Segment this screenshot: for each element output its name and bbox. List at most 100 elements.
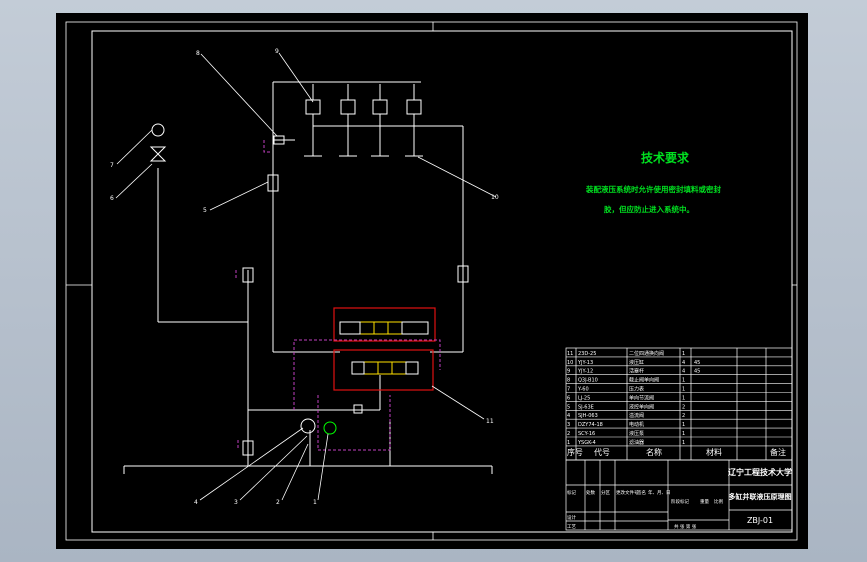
table-cell-name: 二位四通换向阀 (629, 350, 664, 357)
label-signature: 签名 (637, 489, 646, 496)
table-cell-qty: 1 (682, 440, 685, 446)
label-design: 设计 (567, 514, 576, 521)
hydraulic-schematic: 9 8 7 6 5 10 4 3 2 1 11 技术要求 装配液压系统时允许使用… (65, 21, 798, 541)
drawing-number: ZBJ-01 (747, 516, 773, 525)
label-sheets: 共 张 第 张 (674, 523, 697, 530)
table-cell-code: DZY74-18 (578, 422, 603, 428)
balloon-9: 9 (275, 48, 279, 55)
title-block-grid (565, 459, 793, 531)
balloon-labels: 9 8 7 6 5 10 4 3 2 1 11 (110, 48, 499, 506)
table-cell-no: 4 (567, 413, 570, 419)
header-material: 材料 (706, 447, 722, 457)
table-cell-no: 3 (567, 422, 570, 428)
label-zone: 分区 (601, 489, 610, 496)
technical-requirements-title: 技术要求 (641, 150, 690, 165)
balloon-5: 5 (203, 207, 207, 214)
header-remarks: 备注 (770, 447, 786, 457)
table-cell-no: 11 (567, 351, 573, 357)
directional-valves (359, 321, 407, 375)
balloon-2: 2 (276, 499, 280, 506)
label-weight: 重量 (700, 498, 709, 505)
outer-border (65, 21, 798, 541)
table-cell-qty: 1 (682, 431, 685, 437)
pilot-lines (235, 140, 441, 451)
table-cell-no: 2 (567, 431, 570, 437)
header-code: 代号 (594, 447, 610, 457)
table-cell-qty: 1 (682, 422, 685, 428)
table-cell-code: LJ-25 (578, 395, 590, 401)
drawing-canvas[interactable]: 9 8 7 6 5 10 4 3 2 1 11 技术要求 装配液压系统时允许使用… (56, 13, 808, 549)
label-stage: 阶段标记 (671, 498, 689, 505)
balloon-1: 1 (313, 499, 317, 506)
balloon-7: 7 (110, 162, 114, 169)
technical-requirements-line2: 胶，但应防止进入系统中。 (604, 204, 694, 214)
label-count: 处数 (586, 489, 595, 496)
table-cell-name: 电动机 (629, 421, 644, 428)
valve-group-upper (333, 307, 436, 342)
technical-requirements-line1: 装配液压系统时允许使用密封填料或密封 (585, 184, 721, 194)
table-cell-code: SCY-16 (578, 431, 595, 437)
table-cell-qty: 1 (682, 378, 685, 384)
table-cell-name: 液控单向阀 (629, 403, 654, 410)
table-cell-material: 45 (694, 369, 700, 375)
table-cell-qty: 4 (682, 360, 685, 366)
table-cell-name: 单向节流阀 (629, 394, 654, 401)
table-cell-code: SJH-063 (578, 413, 598, 419)
valve-solenoids (339, 321, 429, 375)
table-cell-qty: 4 (682, 369, 685, 375)
table-cell-name: 活塞杆 (629, 368, 644, 375)
table-cell-code: YJY-12 (577, 369, 593, 375)
inner-border (91, 30, 793, 533)
table-cell-no: 1 (567, 440, 570, 446)
title-block-row-labels: 标记 处数 分区 更改文件号 签名 年、月、日 设计 工艺 阶段标记 重量 比例… (567, 489, 723, 530)
zone-ticks (66, 22, 797, 540)
table-cell-code: Y-60 (577, 387, 589, 393)
parts-list-header: 序号 代号 名称 材料 备注 (567, 447, 786, 457)
table-cell-no: 9 (567, 369, 570, 375)
table-cell-material: 45 (694, 360, 700, 366)
label-process: 工艺 (567, 524, 576, 530)
table-cell-code: YJY-13 (577, 360, 593, 366)
table-cell-name: 液压泵 (629, 430, 644, 437)
table-cell-qty: 1 (682, 395, 685, 401)
header-name: 名称 (646, 447, 662, 457)
label-date: 年、月、日 (648, 489, 671, 496)
parts-list-grid (565, 347, 793, 461)
table-cell-no: 7 (567, 387, 570, 393)
table-cell-name: 截止阀单向阀 (629, 377, 659, 384)
balloon-11: 11 (486, 418, 494, 425)
drawing-title: 多缸并联液压原理图 (729, 492, 792, 501)
table-cell-name: 溢流阀 (629, 412, 644, 419)
balloon-3: 3 (234, 499, 238, 506)
balloon-8: 8 (196, 50, 200, 57)
table-cell-code: Q3J-B10 (578, 378, 598, 384)
table-cell-code: 23D-25 (578, 351, 596, 357)
table-cell-no: 6 (567, 395, 570, 401)
valve-symbols (149, 123, 469, 456)
balloon-4: 4 (194, 499, 198, 506)
table-cell-no: 5 (567, 404, 570, 410)
leader-lines (115, 52, 497, 501)
label-change-doc: 更改文件号 (616, 489, 639, 496)
university-name: 辽宁工程技术大学 (728, 467, 792, 477)
header-seq: 序号 (567, 447, 583, 457)
table-cell-qty: 2 (682, 413, 685, 419)
label-scale: 比例 (714, 498, 723, 505)
table-cell-no: 8 (567, 378, 570, 384)
table-cell-qty: 1 (682, 387, 685, 393)
valve-group-lower (333, 349, 434, 391)
table-cell-name: 压力表 (629, 386, 644, 393)
balloon-10: 10 (491, 194, 499, 201)
cylinders (304, 84, 463, 157)
balloon-6: 6 (110, 195, 114, 202)
table-cell-no: 10 (567, 360, 573, 366)
table-cell-code: YSGK-4 (577, 440, 596, 446)
table-cell-name: 液压缸 (629, 359, 644, 366)
table-cell-code: SJ-63E (578, 404, 594, 410)
table-cell-qty: 2 (682, 404, 685, 410)
circuit-lines (123, 81, 493, 474)
label-mark: 标记 (567, 489, 576, 496)
table-cell-name: 滤油器 (629, 439, 644, 446)
table-cell-qty: 1 (682, 351, 685, 357)
